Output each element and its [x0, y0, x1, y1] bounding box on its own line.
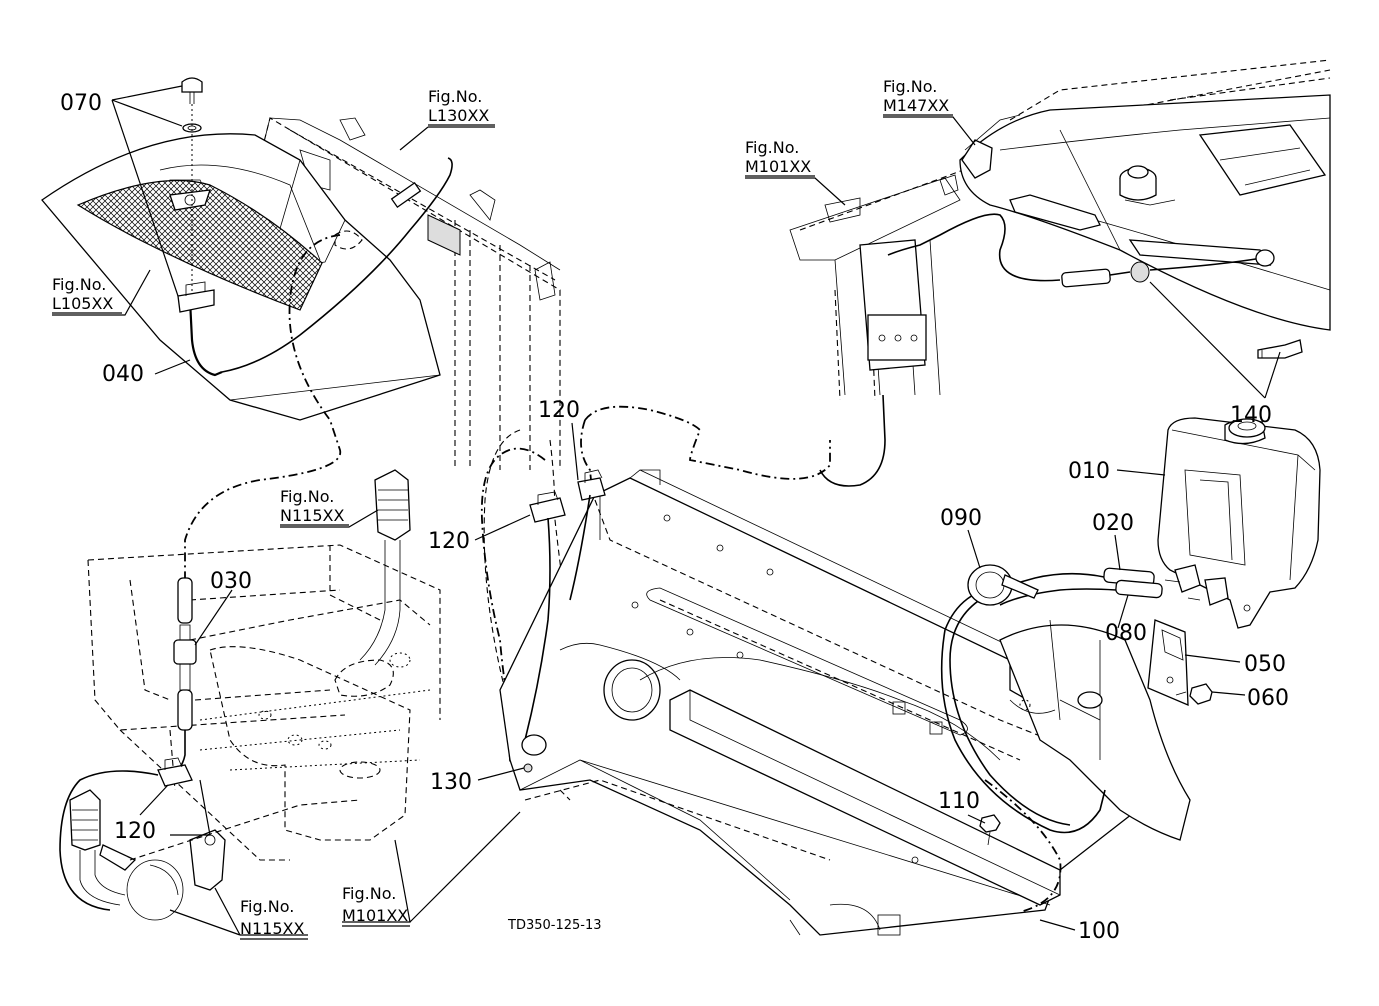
fig-ref-l130: L130XX: [428, 106, 489, 125]
part-label-030: 030: [210, 569, 252, 594]
part-label-010: 010: [1068, 459, 1110, 484]
part-label-050: 050: [1244, 652, 1286, 677]
cab-frame-assembly: [789, 59, 1331, 487]
hood-frame-assembly: [41, 77, 561, 580]
floor-step-assembly: [59, 469, 441, 921]
main-panel-assembly: [480, 405, 1191, 936]
washer-tank-assembly: [967, 417, 1321, 846]
part-label-020: 020: [1092, 511, 1134, 536]
part-label-070: 070: [60, 91, 102, 116]
figure-reference-labels: Fig.No. L130XX Fig.No. L105XX Fig.No. M1…: [52, 77, 949, 938]
fig-caption-m101-bottom: Fig.No.: [342, 884, 396, 903]
part-label-110: 110: [938, 789, 980, 814]
fig-caption-l105: Fig.No.: [52, 275, 106, 294]
figure-ref-underlines: [52, 114, 953, 940]
fig-ref-l105: L105XX: [52, 294, 113, 313]
leader-lines: [52, 85, 1281, 936]
part-label-130: 130: [430, 770, 472, 795]
part-label-090: 090: [940, 506, 982, 531]
fig-ref-m101-top: M101XX: [745, 157, 811, 176]
part-label-120-top: 120: [538, 398, 580, 423]
part-label-100: 100: [1078, 919, 1120, 944]
fig-caption-n115-bottom: Fig.No.: [240, 897, 294, 916]
fig-caption-m147: Fig.No.: [883, 77, 937, 96]
part-label-120-bottom: 120: [114, 819, 156, 844]
fig-ref-n115-mid: N115XX: [280, 506, 344, 525]
part-label-060: 060: [1247, 686, 1289, 711]
fig-caption-m101-top: Fig.No.: [745, 138, 799, 157]
part-number-labels: 070 040 140 010 120 120 030 090 020 080 …: [60, 91, 1289, 944]
part-label-120-mid: 120: [428, 529, 470, 554]
fig-ref-m147: M147XX: [883, 96, 949, 115]
fig-caption-l130: Fig.No.: [428, 87, 482, 106]
part-label-040: 040: [102, 362, 144, 387]
drawing-code: TD350-125-13: [507, 918, 602, 933]
part-label-080: 080: [1105, 621, 1147, 646]
fig-ref-m101-bottom: M101XX: [342, 906, 408, 925]
fig-caption-n115-mid: Fig.No.: [280, 487, 334, 506]
fig-ref-n115-bottom: N115XX: [240, 919, 304, 938]
part-label-140: 140: [1230, 403, 1272, 428]
